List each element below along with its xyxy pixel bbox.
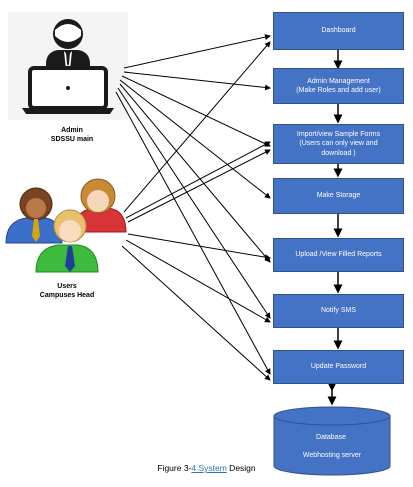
admin-label-line1: Admin bbox=[61, 127, 83, 134]
module-admin-management: Admin Management (Make Roles and add use… bbox=[273, 68, 404, 104]
module-upload-reports: Upload /View Filled Reports bbox=[273, 238, 404, 272]
caption-suffix: Design bbox=[226, 463, 256, 473]
module-make-storage: Make Storage bbox=[273, 178, 404, 214]
module-update-password-label: Update Password bbox=[310, 363, 367, 371]
database-label: Database bbox=[316, 434, 346, 441]
figure-caption: Figure 3-4 System Design bbox=[0, 463, 413, 473]
users-label: Users Campuses Head bbox=[22, 282, 112, 301]
module-dashboard-label: Dashboard bbox=[321, 27, 356, 35]
module-admin-management-title: Admin Management bbox=[307, 77, 370, 85]
users-label-line1: Users bbox=[57, 283, 77, 290]
module-sample-forms: Import/view Sample Forms (Users can only… bbox=[273, 124, 404, 164]
module-sample-forms-detail-2: download ) bbox=[321, 149, 356, 157]
caption-prefix: Figure 3- bbox=[157, 463, 192, 473]
user-group-icon bbox=[5, 178, 127, 273]
module-notify-sms: Notify SMS bbox=[273, 294, 404, 328]
admin-laptop-icon bbox=[22, 19, 114, 114]
module-admin-management-detail: (Make Roles and add user) bbox=[296, 87, 381, 94]
module-sample-forms-title: Import/view Sample Forms bbox=[296, 131, 381, 139]
caption-strike: 4 bbox=[191, 463, 197, 473]
admin-label-line2: SDSSU main bbox=[50, 136, 94, 144]
database-cylinder-icon bbox=[273, 406, 391, 476]
module-notify-sms-label: Notify SMS bbox=[320, 307, 356, 315]
database-host-label: Webhosting server bbox=[302, 452, 362, 459]
caption-middle: System bbox=[196, 463, 227, 473]
module-dashboard: Dashboard bbox=[273, 12, 404, 50]
module-update-password: Update Password bbox=[273, 350, 404, 384]
module-upload-reports-label: Upload /View Filled Reports bbox=[295, 251, 382, 259]
admin-arrows bbox=[115, 34, 271, 375]
users-arrows bbox=[121, 41, 271, 381]
admin-label: Admin SDSSU main bbox=[32, 126, 112, 145]
module-make-storage-label: Make Storage bbox=[316, 192, 361, 200]
users-label-line2: Campuses Head bbox=[39, 292, 95, 300]
module-sample-forms-detail-1: (Users can only view and bbox=[299, 140, 378, 148]
